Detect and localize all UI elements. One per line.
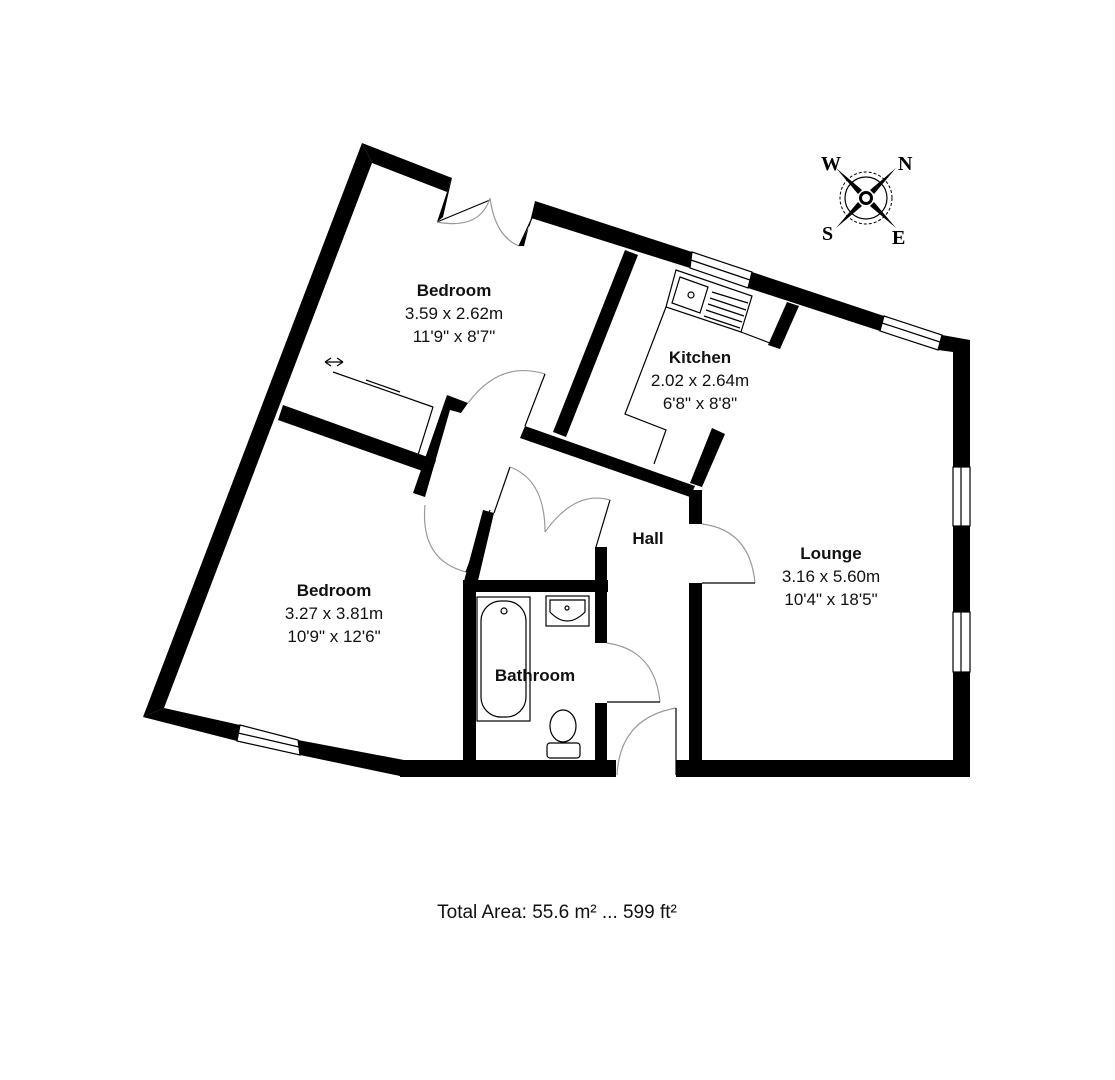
room-name: Hall	[632, 529, 664, 548]
compass-s: S	[822, 223, 833, 245]
toilet-icon	[546, 709, 581, 759]
room-metric: 3.16 x 5.60m	[781, 567, 881, 586]
room-label-bedroom-1: Bedroom 3.59 x 2.62m 11'9" x 8'7"	[405, 279, 503, 348]
room-label-bedroom-2: Bedroom 3.27 x 3.81m 10'9" x 12'6"	[285, 579, 383, 648]
room-name: Lounge	[800, 544, 862, 563]
room-name: Bathroom	[494, 666, 576, 685]
room-metric: 3.27 x 3.81m	[284, 604, 384, 623]
room-imperial: 11'9" x 8'7"	[412, 327, 496, 346]
doors	[423, 197, 756, 776]
room-label-kitchen: Kitchen 2.02 x 2.64m 6'8" x 8'8"	[651, 346, 749, 415]
bathtub-icon	[476, 596, 531, 722]
room-imperial: 6'8" x 8'8"	[662, 394, 738, 413]
windows	[236, 251, 971, 756]
room-imperial: 10'4" x 18'5"	[784, 590, 878, 609]
room-label-bathroom: Bathroom	[495, 664, 575, 687]
compass-e: E	[892, 227, 905, 249]
compass-rose-icon: W N S E	[821, 153, 913, 249]
compass-n: N	[898, 153, 913, 175]
room-name: Bedroom	[416, 281, 492, 300]
washbasin-icon	[545, 595, 590, 627]
compass-w: W	[821, 153, 841, 175]
room-imperial: 10'9" x 12'6"	[287, 627, 381, 646]
room-name: Kitchen	[668, 348, 732, 367]
room-metric: 3.59 x 2.62m	[404, 304, 504, 323]
room-name: Bedroom	[296, 581, 372, 600]
room-label-lounge: Lounge 3.16 x 5.60m 10'4" x 18'5"	[782, 542, 880, 611]
wardrobe	[324, 357, 434, 456]
kitchen-counter	[624, 306, 776, 465]
room-label-hall: Hall	[632, 527, 663, 550]
walls	[143, 143, 970, 777]
room-metric: 2.02 x 2.64m	[650, 371, 750, 390]
total-area: Total Area: 55.6 m² ... 599 ft²	[437, 902, 677, 923]
